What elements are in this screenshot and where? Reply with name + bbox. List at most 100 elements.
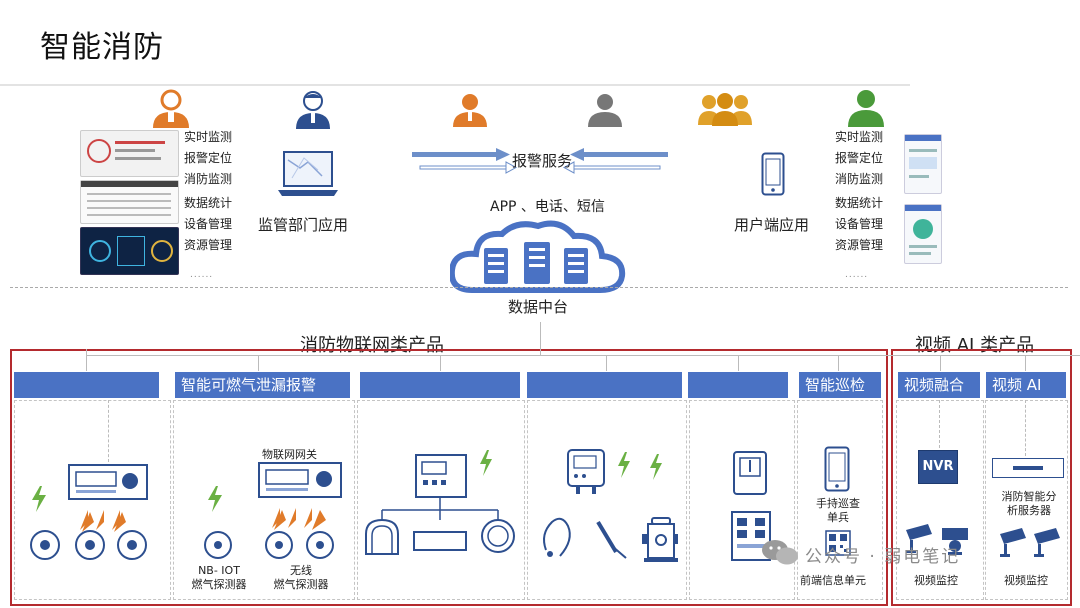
- nvr-device: NVR: [918, 450, 958, 484]
- controller-panel-icon: [68, 464, 148, 500]
- category-bar: [527, 372, 682, 398]
- feature-item: 实时监测: [835, 127, 883, 148]
- connector-line: [1025, 400, 1026, 456]
- label-line: 析服务器: [992, 504, 1066, 518]
- video-monitor-label-2: 视频监控: [1004, 572, 1048, 588]
- connector-line: [1025, 355, 1026, 371]
- feature-item: 数据统计: [184, 193, 232, 214]
- connector-line: [738, 355, 739, 371]
- table-screenshot: [80, 180, 179, 224]
- category-bar-video-ai: 视频 AI: [986, 372, 1066, 398]
- label-line: 燃气探测器: [186, 578, 252, 592]
- dashboard-screenshot: [80, 130, 179, 177]
- connector-line: [108, 400, 109, 462]
- ellipsis: ......: [845, 270, 868, 280]
- label-line: 手持巡查: [808, 497, 868, 511]
- label-line: 单兵: [808, 511, 868, 525]
- mobile-screenshot: [904, 134, 942, 194]
- category-label: 视频融合: [898, 376, 964, 394]
- category-label: 智能可燃气泄漏报警: [175, 376, 316, 394]
- ai-server-label: 消防智能分 析服务器: [992, 490, 1066, 518]
- feature-item: 实时监测: [184, 127, 232, 148]
- cloud-icon: [450, 218, 626, 296]
- person-gray-icon: [587, 92, 623, 128]
- category-bar-gas-alarm: 智能可燃气泄漏报警: [175, 372, 350, 398]
- gas-detectors-icon: [264, 530, 338, 560]
- person-green-icon: [846, 88, 888, 128]
- gateway-icon: [258, 462, 342, 498]
- category-bar-inspection: 智能巡检: [799, 372, 881, 398]
- section-separator: [10, 287, 1068, 288]
- phone-icon: [761, 152, 785, 196]
- connector-line: [440, 355, 441, 371]
- person-orange-icon: [150, 88, 192, 130]
- feature-item: 报警定位: [835, 148, 883, 169]
- right-feature-list: 实时监测 报警定位 消防监测 数据统计 设备管理 资源管理: [835, 127, 883, 256]
- feature-item: 设备管理: [835, 214, 883, 235]
- category-bar: [688, 372, 788, 398]
- feature-item: 消防监测: [184, 169, 232, 190]
- feature-item: 设备管理: [184, 214, 232, 235]
- person-blue-icon: [294, 90, 332, 130]
- page-title: 智能消防: [40, 22, 164, 66]
- connector-line: [939, 400, 940, 448]
- connector-line: [540, 322, 541, 356]
- supervision-app-label: 监管部门应用: [258, 214, 348, 235]
- connector-line: [86, 355, 1080, 356]
- person-orange2-icon: [452, 92, 488, 128]
- feature-item: 数据统计: [835, 193, 883, 214]
- gas-detector-icon: [203, 530, 233, 560]
- category-label: 视频 AI: [986, 376, 1041, 394]
- handheld-label: 手持巡查 单兵: [808, 497, 868, 525]
- user-app-label: 用户端应用: [734, 214, 809, 235]
- label-line: 消防智能分: [992, 490, 1066, 504]
- hydrant-sensors-icon: [538, 500, 678, 564]
- feature-item: 资源管理: [184, 235, 232, 256]
- category-label: 智能巡检: [799, 376, 865, 394]
- frontend-unit-label: 前端信息单元: [800, 572, 866, 588]
- watermark: 公众号 · 弱电笔记: [805, 542, 960, 567]
- connector-line: [838, 355, 839, 371]
- nb-iot-detector-label: NB- IOT 燃气探测器: [186, 564, 252, 592]
- monitor-screenshot: [80, 227, 179, 275]
- wireless-signal-icon: [478, 450, 494, 476]
- wireless-signal-icon: [272, 508, 328, 530]
- connector-line: [940, 355, 941, 371]
- label-line: 燃气探测器: [264, 578, 338, 592]
- label-line: 无线: [264, 564, 338, 578]
- handheld-device-icon: [824, 446, 850, 492]
- category-bar: [14, 372, 159, 398]
- smoke-detectors-icon: [28, 528, 158, 562]
- ellipsis: ......: [190, 270, 213, 280]
- ai-server-icon: [992, 458, 1064, 478]
- mobile-screenshot: [904, 204, 942, 264]
- wireless-signal-icon: [616, 452, 666, 482]
- feature-item: 消防监测: [835, 169, 883, 190]
- category-bar: [360, 372, 520, 398]
- group-icon: [697, 92, 753, 126]
- feature-item: 报警定位: [184, 148, 232, 169]
- left-feature-list: 实时监测 报警定位 消防监测 数据统计 设备管理 资源管理: [184, 127, 232, 256]
- label-line: NB- IOT: [186, 564, 252, 578]
- category-bar-video-fusion: 视频融合: [898, 372, 980, 398]
- channels-label: APP 、电话、短信: [490, 196, 605, 216]
- connector-line: [258, 355, 259, 371]
- column-box: [896, 400, 984, 600]
- alarm-service-label: 报警服务: [512, 150, 572, 171]
- wireless-signal-icon: [206, 486, 224, 512]
- laptop-icon: [278, 150, 338, 198]
- cctv-cameras-icon: [996, 526, 1064, 560]
- video-monitor-label-1: 视频监控: [914, 572, 958, 588]
- connector-line: [86, 349, 87, 371]
- feature-item: 资源管理: [835, 235, 883, 256]
- wireless-signal-icon: [30, 486, 48, 512]
- electric-meter-icon: [415, 454, 467, 498]
- gateway-label: 物联网网关: [262, 446, 317, 462]
- pressure-sensor-icon: [566, 448, 606, 494]
- column-box: [689, 400, 795, 600]
- current-sensors-icon: [360, 498, 520, 560]
- wechat-icon: [760, 538, 800, 566]
- data-platform-label: 数据中台: [508, 296, 568, 317]
- panel-unit-icon: [732, 450, 768, 496]
- connector-line: [606, 355, 607, 371]
